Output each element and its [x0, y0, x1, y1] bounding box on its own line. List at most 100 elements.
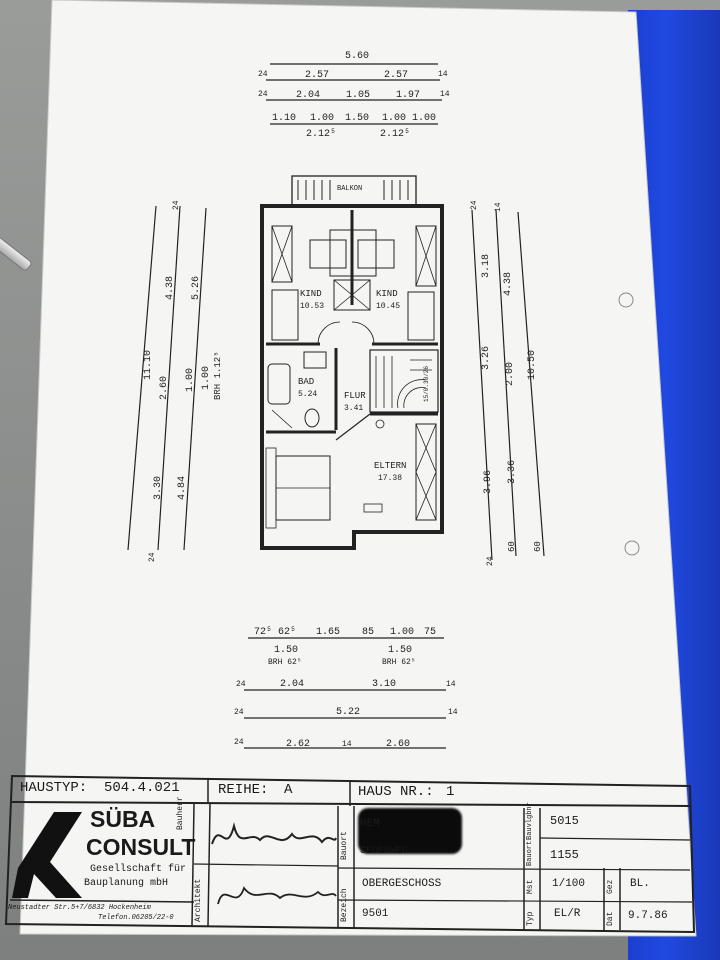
bauort-value: HEM: [360, 818, 380, 830]
top-dimensions: 5.60 24 2.57 2.57 14 24 2.04 1.05 1.97 1…: [258, 51, 450, 140]
company-phone: Telefon.06205/22-0: [98, 914, 174, 922]
architekt-label: Architekt: [194, 878, 203, 922]
svg-text:17.38: 17.38: [378, 474, 402, 483]
svg-text:62⁵: 62⁵: [278, 627, 296, 638]
company-sub-2: Bauplanung mbH: [84, 878, 169, 889]
svg-text:14: 14: [440, 90, 450, 99]
bauvorlage-value: 5015: [550, 814, 579, 828]
bauort-no-label: Bauort: [526, 840, 534, 866]
svg-text:14: 14: [438, 70, 448, 79]
svg-text:1.05: 1.05: [346, 90, 370, 101]
haus-nr-value: 1: [446, 784, 455, 800]
svg-text:1.00: 1.00: [412, 113, 436, 124]
typ-value: EL/R: [554, 908, 581, 920]
svg-text:2.12⁵: 2.12⁵: [380, 129, 410, 140]
company-name-2: CONSULT: [86, 834, 196, 860]
svg-text:11.10: 11.10: [143, 350, 154, 380]
svg-text:14: 14: [494, 202, 503, 212]
svg-text:1.10: 1.10: [272, 113, 296, 124]
suba-logo-mark: [12, 812, 82, 898]
stair-label: 15/0.30/26: [423, 366, 430, 402]
staircase: [375, 356, 432, 409]
svg-text:1.00: 1.00: [382, 113, 406, 124]
svg-text:2.12⁵: 2.12⁵: [306, 129, 336, 140]
company-address: Neustadter Str.5+7/6832 Hockenheim: [8, 904, 151, 912]
room-kind-left: KIND: [300, 289, 322, 299]
svg-text:1.00: 1.00: [201, 366, 212, 390]
svg-text:24: 24: [148, 552, 157, 562]
svg-text:4.38: 4.38: [165, 276, 176, 300]
dim-top-total: 5.60: [345, 51, 369, 62]
svg-text:3.96: 3.96: [483, 470, 494, 494]
svg-text:1.00: 1.00: [310, 113, 334, 124]
svg-text:2.57: 2.57: [384, 70, 408, 81]
redaction-block: [358, 808, 462, 854]
svg-text:5.24: 5.24: [298, 390, 317, 399]
haus-nr-label: HAUS NR.:: [358, 784, 434, 800]
svg-text:1.65: 1.65: [316, 627, 340, 638]
svg-text:BRH 62⁵: BRH 62⁵: [382, 658, 416, 667]
bottom-dimensions: 72⁵ 62⁵ 1.65 85 1.00 75 1.50 1.50 BRH 62…: [234, 627, 458, 750]
svg-text:1.00: 1.00: [185, 368, 196, 392]
bezeich-label: Bezeich: [340, 888, 349, 922]
bauvorlage-label: Bauvlgbnr: [526, 802, 534, 840]
title-block: [4, 774, 696, 934]
svg-text:1.00: 1.00: [390, 627, 414, 638]
massstab-value: 1/100: [552, 878, 586, 890]
svg-text:3.18: 3.18: [481, 254, 492, 278]
svg-text:75: 75: [424, 627, 436, 638]
svg-text:3.10: 3.10: [372, 679, 396, 690]
building-walls: [260, 175, 444, 550]
svg-text:2.60: 2.60: [386, 739, 410, 750]
svg-text:5.26: 5.26: [191, 276, 202, 300]
svg-text:10.53: 10.53: [300, 302, 324, 311]
reihe-label: REIHE:: [218, 782, 269, 798]
svg-text:24: 24: [234, 738, 244, 747]
signature-bauherr: [211, 822, 337, 845]
svg-text:2.62: 2.62: [286, 739, 310, 750]
bauort-label: Bauort: [340, 831, 349, 860]
svg-text:24: 24: [470, 200, 479, 210]
room-kind-right: KIND: [376, 289, 398, 299]
svg-text:1.50: 1.50: [345, 113, 369, 124]
svg-text:60: 60: [533, 541, 543, 552]
sink: [303, 351, 327, 369]
svg-text:1.97: 1.97: [396, 90, 420, 101]
svg-text:2.04: 2.04: [296, 90, 320, 101]
svg-text:85: 85: [362, 627, 374, 638]
svg-text:72⁵: 72⁵: [254, 627, 272, 638]
datum-value: 9.7.86: [628, 910, 668, 922]
svg-text:14: 14: [448, 708, 458, 717]
svg-text:BRH 62⁵: BRH 62⁵: [268, 658, 302, 667]
datum-label: Dat: [606, 911, 615, 926]
svg-text:3.41: 3.41: [344, 404, 363, 413]
svg-text:BRH 1.12⁵: BRH 1.12⁵: [213, 351, 223, 400]
svg-text:24: 24: [258, 90, 268, 99]
gezeichnet-value: BL.: [630, 878, 650, 890]
svg-text:24: 24: [486, 556, 495, 566]
svg-text:3.26: 3.26: [481, 346, 492, 370]
room-eltern: ELTERN: [374, 461, 406, 471]
room-flur: FLUR: [344, 391, 366, 401]
massstab-label: Mst: [526, 879, 535, 894]
svg-text:1.50: 1.50: [274, 645, 298, 656]
toilet: [304, 408, 320, 428]
svg-text:24: 24: [236, 680, 246, 689]
svg-text:24: 24: [172, 200, 181, 210]
typ-label: Typ: [526, 911, 535, 926]
reihe-value: A: [284, 782, 293, 798]
left-dimensions: 11.10 24 4.38 2.60 3.30 24 5.26 1.00 4.8…: [127, 200, 223, 562]
bauort-value-2: SEDERWEG: [360, 846, 409, 857]
company-name-1: SÜBA: [90, 806, 156, 832]
svg-text:4.38: 4.38: [503, 272, 514, 296]
svg-text:3.36: 3.36: [507, 460, 518, 484]
company-sub-1: Gesellschaft für: [90, 864, 187, 875]
room-bad: BAD: [298, 377, 314, 387]
svg-text:24: 24: [234, 708, 244, 717]
svg-text:2.57: 2.57: [305, 70, 329, 81]
svg-text:60: 60: [507, 541, 517, 552]
svg-text:2.04: 2.04: [280, 679, 304, 690]
haustyp-value: 504.4.021: [104, 780, 180, 796]
svg-text:24: 24: [258, 70, 268, 79]
